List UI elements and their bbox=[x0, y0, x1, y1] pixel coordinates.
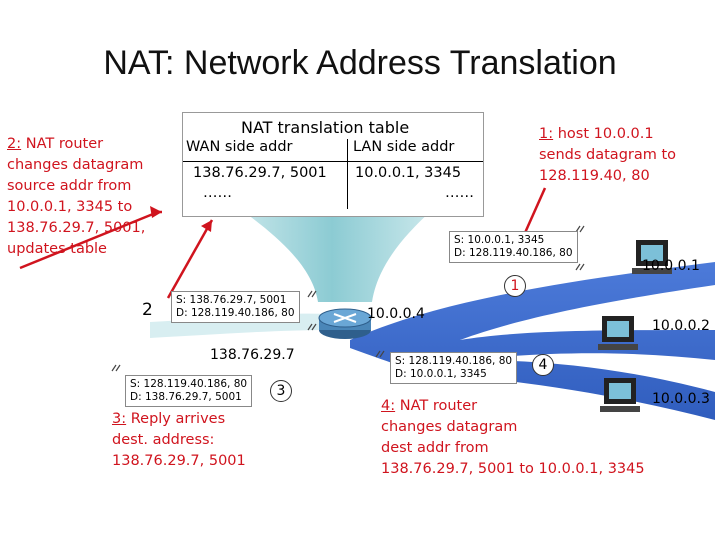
nat-router-icon bbox=[318, 308, 372, 339]
marker-4: 4 bbox=[532, 354, 554, 376]
page-title: NAT: Network Address Translation bbox=[103, 44, 617, 82]
packet-3: S: 128.119.40.186, 80 D: 138.76.29.7, 50… bbox=[125, 375, 253, 407]
host-icon-2 bbox=[598, 316, 638, 350]
packet-1: S: 10.0.0.1, 3345 D: 128.119.40.186, 80 bbox=[449, 231, 578, 263]
marker-3: 3 bbox=[270, 380, 292, 402]
host-icon-1 bbox=[632, 240, 672, 274]
packet-4: S: 128.119.40.186, 80 D: 10.0.0.1, 3345 bbox=[390, 352, 518, 384]
router-wan-address: 138.76.29.7 bbox=[210, 347, 295, 363]
arrow-step2-to-packet bbox=[166, 219, 214, 299]
table-row-lan: 10.0.0.1, 3345 bbox=[355, 165, 462, 181]
step1-note: 1: host 10.0.0.1 sends datagram to 128.1… bbox=[539, 126, 677, 184]
step3-note: 3: Reply arrives dest. address: 138.76.2… bbox=[112, 411, 246, 469]
step4-note: 4: NAT router changes datagram dest addr… bbox=[381, 398, 645, 477]
arrow-step2-to-table bbox=[19, 210, 159, 270]
router-lan-address: 10.0.0.4 bbox=[367, 306, 425, 322]
table-row-wan: 138.76.29.7, 5001 bbox=[193, 165, 327, 181]
nat-translation-table: NAT translation table WAN side addr LAN … bbox=[182, 112, 484, 217]
table-header-wan: WAN side addr bbox=[186, 139, 293, 155]
step2-note: 2: NAT router changes datagram source ad… bbox=[7, 136, 146, 257]
host3-address: 10.0.0.3 bbox=[652, 391, 710, 407]
host1-address: 10.0.0.1 bbox=[642, 258, 700, 274]
host2-address: 10.0.0.2 bbox=[652, 318, 710, 334]
table-more-lan: …… bbox=[445, 185, 474, 201]
marker-2: 2 bbox=[142, 300, 153, 320]
host-icon-3 bbox=[600, 378, 640, 412]
packet-2: S: 138.76.29.7, 5001 D: 128.119.40.186, … bbox=[171, 291, 300, 323]
marker-1: 1 bbox=[504, 275, 526, 297]
table-header-lan: LAN side addr bbox=[353, 139, 455, 155]
table-caption: NAT translation table bbox=[241, 118, 410, 137]
table-more-wan: …… bbox=[203, 185, 232, 201]
